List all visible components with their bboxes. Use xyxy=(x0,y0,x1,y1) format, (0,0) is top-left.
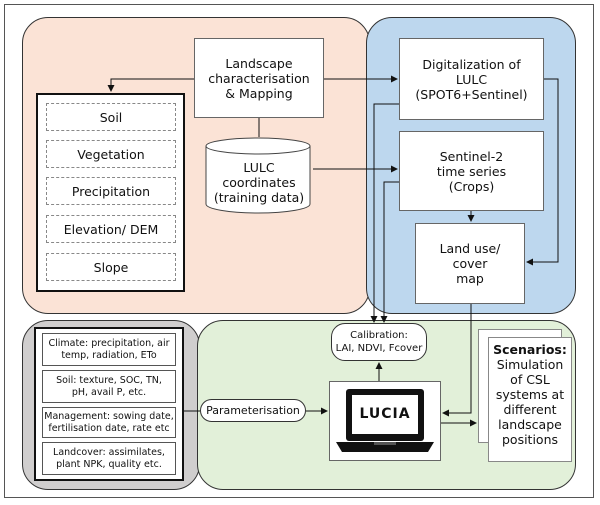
input-climate: Climate: precipitation, air temp, radiat… xyxy=(42,333,176,366)
training-data-cylinder xyxy=(205,137,311,214)
factor-slope: Slope xyxy=(46,253,176,281)
training-data-label: LULC coordinates (training data) xyxy=(213,160,305,205)
input-management: Management: sowing date, fertilisation d… xyxy=(42,407,176,438)
factor-soil: Soil xyxy=(46,103,176,131)
parameterisation-label: Parameterisation xyxy=(206,404,300,417)
calibration-label: Calibration: LAI, NDVI, Fcover xyxy=(335,330,423,354)
laptop-icon xyxy=(336,389,434,452)
sentinel-timeseries-label: Sentinel-2 time series (Crops) xyxy=(436,148,507,194)
factor-elevation: Elevation/ DEM xyxy=(46,215,176,243)
digitalization-box: Digitalization of LULC (SPOT6+Sentinel) xyxy=(399,38,544,120)
input-landcover: Landcover: assimilates, plant NPK, quali… xyxy=(42,442,176,475)
landscape-characterisation-label: Landscape characterisation & Mapping xyxy=(208,55,310,101)
land-use-map-box: Land use/ cover map xyxy=(415,223,525,304)
lucia-label: LUCIA xyxy=(359,406,411,422)
model-inputs-panel: Climate: precipitation, air temp, radiat… xyxy=(34,327,184,481)
factor-vegetation: Vegetation xyxy=(46,140,176,168)
factor-precipitation: Precipitation xyxy=(46,177,176,205)
landscape-factors-panel: Soil Vegetation Precipitation Elevation/… xyxy=(36,93,185,292)
input-soil: Soil: texture, SOC, TN, pH, avail P, etc… xyxy=(42,370,176,403)
arrow-sentinel-to-calibration xyxy=(380,181,399,323)
calibration-step: Calibration: LAI, NDVI, Fcover xyxy=(331,323,427,361)
scenarios-title: Scenarios: xyxy=(493,342,567,357)
arrow-digitalization-to-calibration xyxy=(370,103,399,323)
arrow-landuse-to-lucia xyxy=(442,304,472,417)
diagram-frame xyxy=(4,4,594,498)
scenarios-body: Simulation of CSL systems at different l… xyxy=(495,357,565,447)
lucia-model-box: LUCIA xyxy=(329,381,441,461)
scenarios-box: Scenarios: Simulation of CSL systems at … xyxy=(488,337,572,462)
parameterisation-step: Parameterisation xyxy=(200,399,306,422)
sentinel-timeseries-box: Sentinel-2 time series (Crops) xyxy=(399,131,544,211)
digitalization-label: Digitalization of LULC (SPOT6+Sentinel) xyxy=(415,56,528,102)
landscape-characterisation-box: Landscape characterisation & Mapping xyxy=(194,38,324,118)
land-use-map-label: Land use/ cover map xyxy=(439,241,501,286)
arrow-landscape-to-factors xyxy=(107,78,194,92)
arrow-digitalization-to-landuse xyxy=(526,78,559,266)
